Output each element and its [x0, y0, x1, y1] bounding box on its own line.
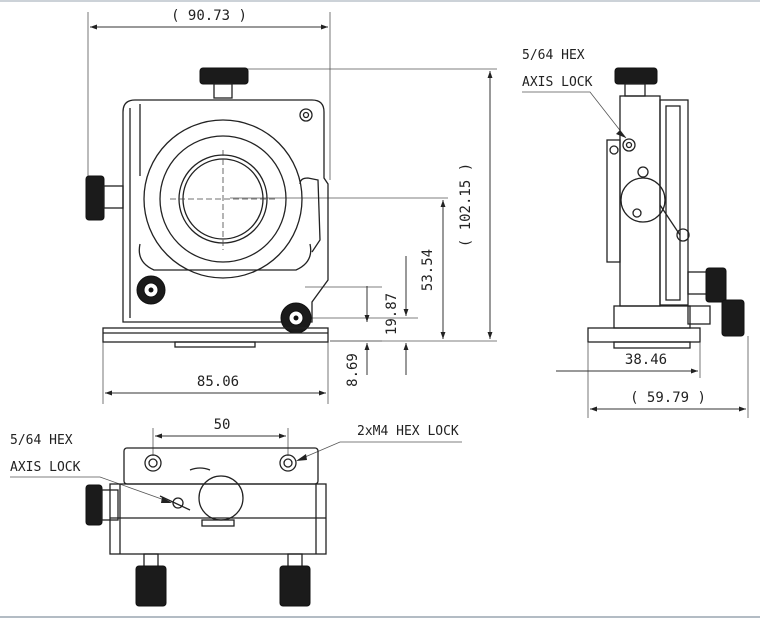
- top-side-knob: [85, 484, 103, 526]
- top-foot-knob-left: [135, 565, 167, 607]
- dim-overall-width: ( 90.73 ): [171, 8, 247, 24]
- top-foot-knob-right: [279, 565, 311, 607]
- front-body: [122, 99, 329, 323]
- top-axis-lock-line1: 5/64 HEX: [10, 433, 73, 448]
- dim-base-depth: 38.46: [625, 352, 667, 368]
- dim-overall-height: ( 102.15 ): [458, 163, 474, 247]
- front-view: ( 90.73 ) ( 102.15 ) 53.54 19.87 8.69 85…: [85, 8, 497, 404]
- dim-overall-depth: ( 59.79 ): [630, 390, 706, 406]
- top-hex-lock-note: 2xM4 HEX LOCK: [357, 424, 459, 439]
- side-base: [613, 305, 691, 329]
- side-top-knob: [614, 67, 658, 85]
- top-body: [109, 483, 327, 555]
- dim-base-width: 85.06: [197, 374, 239, 390]
- side-lock-disk: [620, 177, 666, 223]
- side-right-knob-upper: [687, 271, 709, 295]
- mount-outer-ring: [143, 119, 303, 279]
- top-knob: [199, 67, 249, 85]
- side-knob: [85, 175, 105, 221]
- dim-hole-spacing: 50: [214, 417, 231, 433]
- side-right-knob-lower: [721, 299, 745, 337]
- top-view: 5/64 HEX AXIS LOCK 2xM4 HEX LOCK 50: [10, 417, 462, 607]
- dim-lock-height: 19.87: [384, 293, 400, 335]
- dim-center-height: 53.54: [420, 249, 436, 291]
- side-axis-lock-line1: 5/64 HEX: [522, 48, 585, 63]
- top-axis-lock-line2: AXIS LOCK: [10, 460, 81, 475]
- side-column: [619, 95, 661, 307]
- top-lock-disk: [198, 475, 244, 521]
- side-view: 5/64 HEX AXIS LOCK: [522, 48, 749, 418]
- dim-base-thickness: 8.69: [345, 353, 361, 387]
- side-axis-lock-line2: AXIS LOCK: [522, 75, 593, 90]
